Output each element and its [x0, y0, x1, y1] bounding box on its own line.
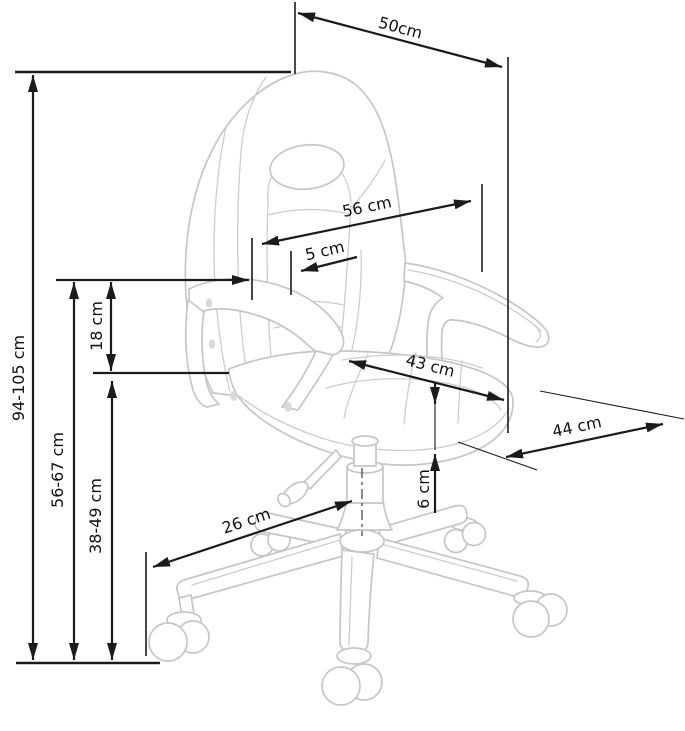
caster-wheel-rr-b — [461, 521, 487, 547]
caster-wheel-r-a — [512, 600, 550, 638]
lift-collar — [351, 435, 379, 447]
base-star — [148, 504, 568, 706]
caster-wheel-l-a — [148, 622, 188, 662]
right-armrest-body — [403, 262, 550, 375]
left-armrest-post — [184, 299, 220, 408]
backrest-left-crease-2 — [213, 126, 231, 393]
right-armrest-highlight — [407, 269, 542, 332]
dim-label-backrest-top-depth: 50cm — [376, 13, 424, 43]
headrest-cutout — [269, 143, 345, 191]
dim-label-armrest-height: 56-67 cm — [48, 432, 67, 508]
dimension-backrest-top-depth — [294, 2, 509, 433]
chair-drawing — [148, 70, 568, 706]
depth-arrow — [297, 11, 503, 69]
lift-flare — [336, 499, 393, 531]
side-trim-arrow — [300, 255, 358, 273]
dimension-seat-width — [348, 359, 505, 402]
backrest-outline — [184, 70, 407, 397]
left-armrest — [184, 277, 345, 412]
base-arm-arrow — [152, 499, 353, 569]
seat-depth-ext-upper — [539, 390, 685, 420]
dimension-lines — [15, 2, 685, 665]
left-armrest-strut — [281, 350, 334, 411]
dimension-overall-height — [15, 70, 291, 665]
seat-width-arrow — [348, 359, 505, 402]
dim-label-overall-height: 94-105 cm — [9, 335, 28, 421]
chair-backrest — [184, 70, 407, 397]
height-lever — [277, 449, 342, 508]
caster-cap-front — [336, 647, 372, 665]
dim-label-seat-edge: 6 cm — [414, 469, 433, 509]
seat-depth-ext-lower — [457, 441, 538, 471]
headrest-lower-right-seam — [340, 171, 352, 203]
dimension-backrest-width — [251, 184, 483, 300]
dim-label-seat-height: 38-49 cm — [86, 478, 105, 554]
lever-shaft — [303, 449, 342, 490]
dimension-seat-depth — [457, 390, 685, 471]
dimension-side-trim — [290, 251, 358, 295]
base-leg-front — [339, 549, 375, 652]
right-armrest — [403, 262, 550, 375]
caster-wheel-f-a — [321, 666, 361, 706]
armrest-rivet-4 — [284, 402, 292, 412]
seat-side-band — [233, 391, 510, 452]
dim-label-armrest-above-seat: 18 cm — [87, 301, 106, 351]
width-arrow — [261, 199, 472, 246]
backrest-left-crease — [236, 76, 267, 394]
armrest-rivet-3 — [230, 391, 238, 401]
backrest-right-edge-lower — [350, 249, 362, 355]
base-leg-right-ridge — [380, 543, 518, 582]
armrest-rivet-1 — [205, 298, 213, 308]
dim-label-seat-depth: 44 cm — [551, 412, 604, 441]
armrest-rivet-2 — [208, 339, 216, 349]
dimension-armrest-above-seat — [56, 275, 249, 375]
seat-depth-arrow — [505, 422, 664, 459]
base-leg-front-ridge — [348, 556, 353, 646]
right-armrest-cap — [534, 325, 541, 343]
dimension-base-arm — [145, 468, 363, 656]
base-leg-rear-right — [378, 504, 468, 547]
